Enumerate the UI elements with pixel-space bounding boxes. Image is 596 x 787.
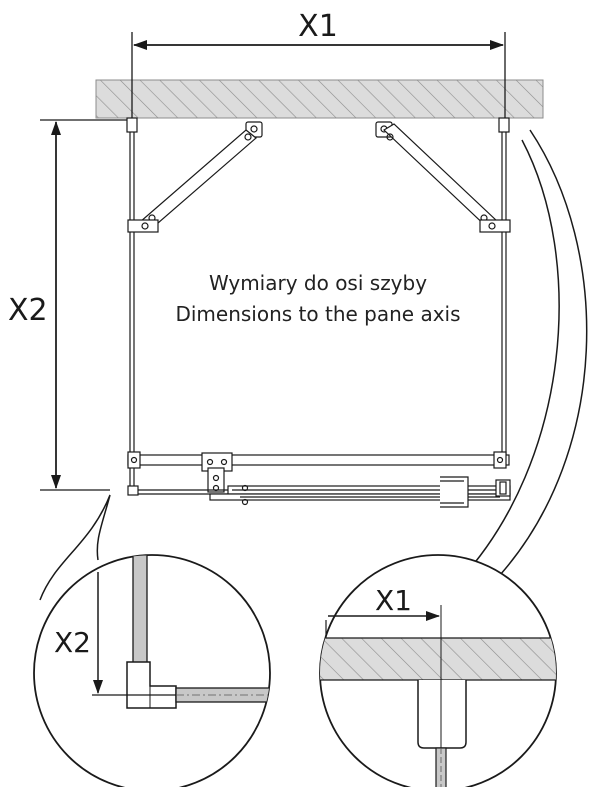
dimension-note: Wymiary do osi szyby Dimensions to the p… — [175, 271, 460, 326]
shower-enclosure — [126, 117, 511, 508]
x1-label: X1 — [298, 9, 338, 44]
x2-label: X2 — [8, 293, 48, 328]
x1-dimension: X1 — [131, 9, 506, 120]
x2-dimension: X2 — [8, 119, 132, 491]
detail-callout-right: X1 — [319, 129, 588, 787]
detail-left-x2-label: X2 — [54, 626, 91, 659]
note-line-1: Wymiary do osi szyby — [209, 271, 427, 295]
note-line-2: Dimensions to the pane axis — [175, 302, 460, 326]
detail-callout-left: X2 — [33, 494, 271, 787]
ceiling-wall — [95, 79, 544, 119]
detail-right-x1-label: X1 — [375, 584, 412, 617]
